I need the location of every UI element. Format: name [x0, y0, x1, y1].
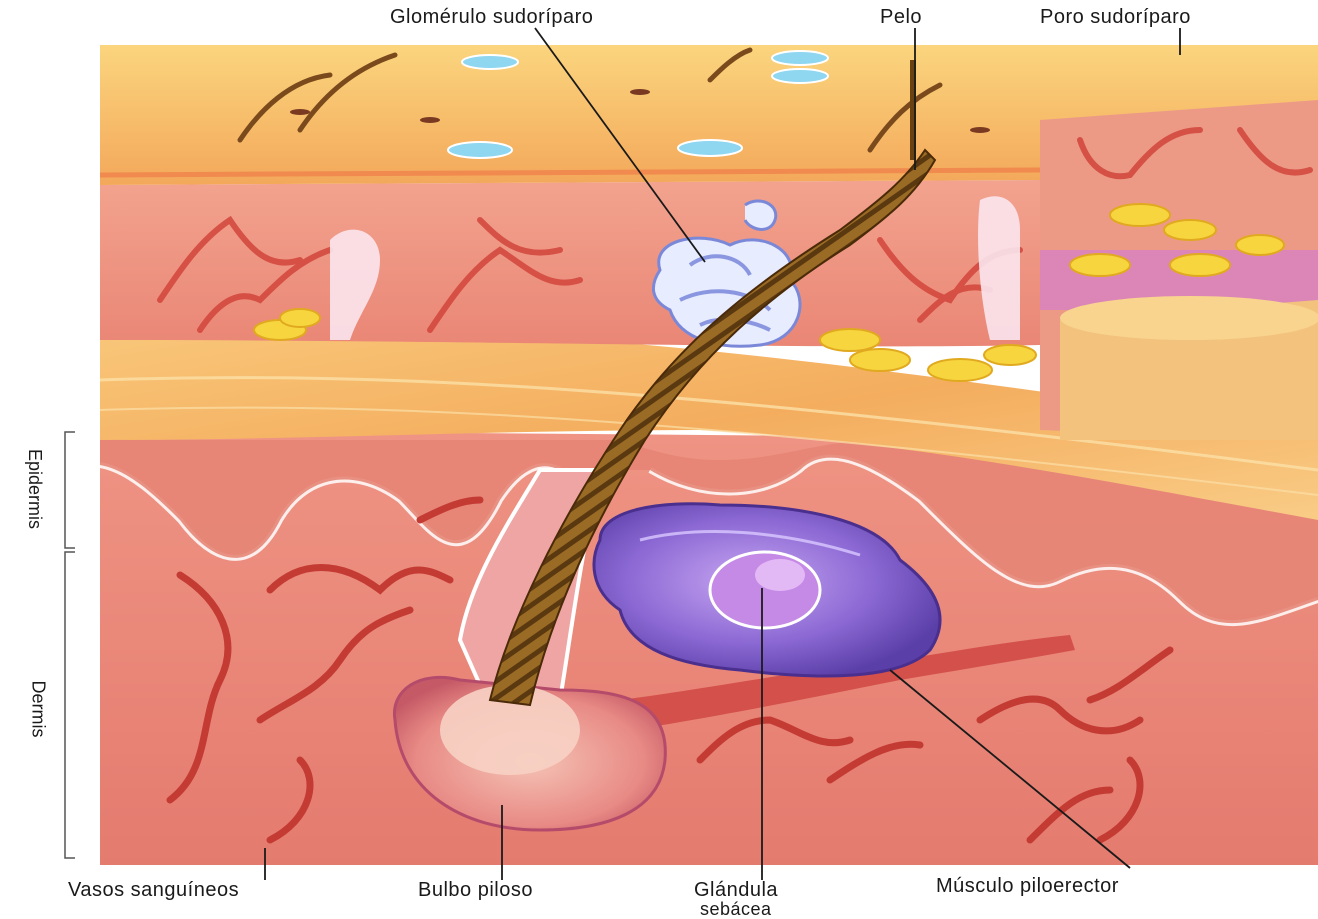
label-sebaceous-gland-line1: Glándula [694, 880, 778, 900]
label-sweat-gland-coil: Glomérulo sudoríparo [390, 7, 593, 27]
layer-brackets [65, 432, 75, 858]
label-hair: Pelo [880, 7, 922, 27]
label-sebaceous-gland-line2: sebácea [700, 900, 772, 918]
label-arrector-pili: Músculo piloerector [936, 876, 1119, 896]
label-dermis: Dermis [30, 681, 48, 738]
label-epidermis: Epidermis [26, 449, 44, 529]
label-blood-vessels: Vasos sanguíneos [68, 880, 239, 900]
label-hair-bulb: Bulbo piloso [418, 880, 533, 900]
label-sweat-pore: Poro sudoríparo [1040, 7, 1191, 27]
